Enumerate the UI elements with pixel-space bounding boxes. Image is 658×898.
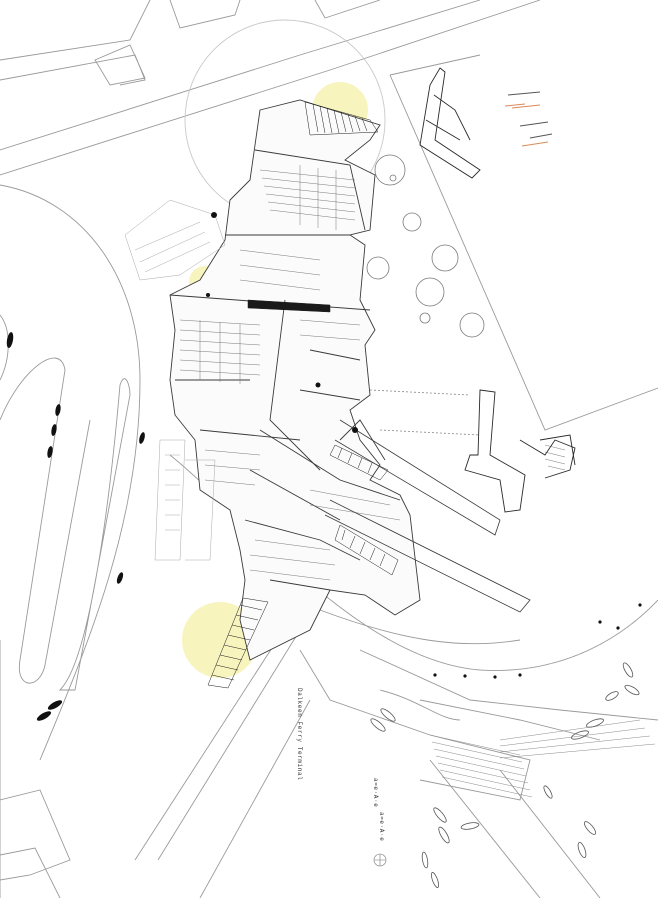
outline-boats	[370, 662, 640, 888]
reed-markers	[504, 91, 553, 147]
north-pier	[419, 67, 481, 179]
east-pier-hatch	[544, 444, 566, 471]
east-pier	[464, 389, 576, 513]
interior-detail	[179, 165, 401, 581]
annotation-a: a=e·A·e	[372, 778, 379, 808]
annotation-b: a=e·A·e	[378, 812, 385, 842]
north-symbol	[373, 853, 387, 867]
ramps	[324, 389, 531, 613]
trees	[366, 154, 485, 338]
drawing-caption: Dalkeen Ferry Terminal	[296, 688, 303, 781]
quay-bollards	[433, 603, 642, 679]
dark-fins	[207, 101, 399, 689]
ghost-structures	[124, 199, 226, 561]
pier-stair-hatch	[429, 719, 656, 798]
vehicles	[6, 212, 358, 721]
terminal-building	[169, 99, 421, 661]
